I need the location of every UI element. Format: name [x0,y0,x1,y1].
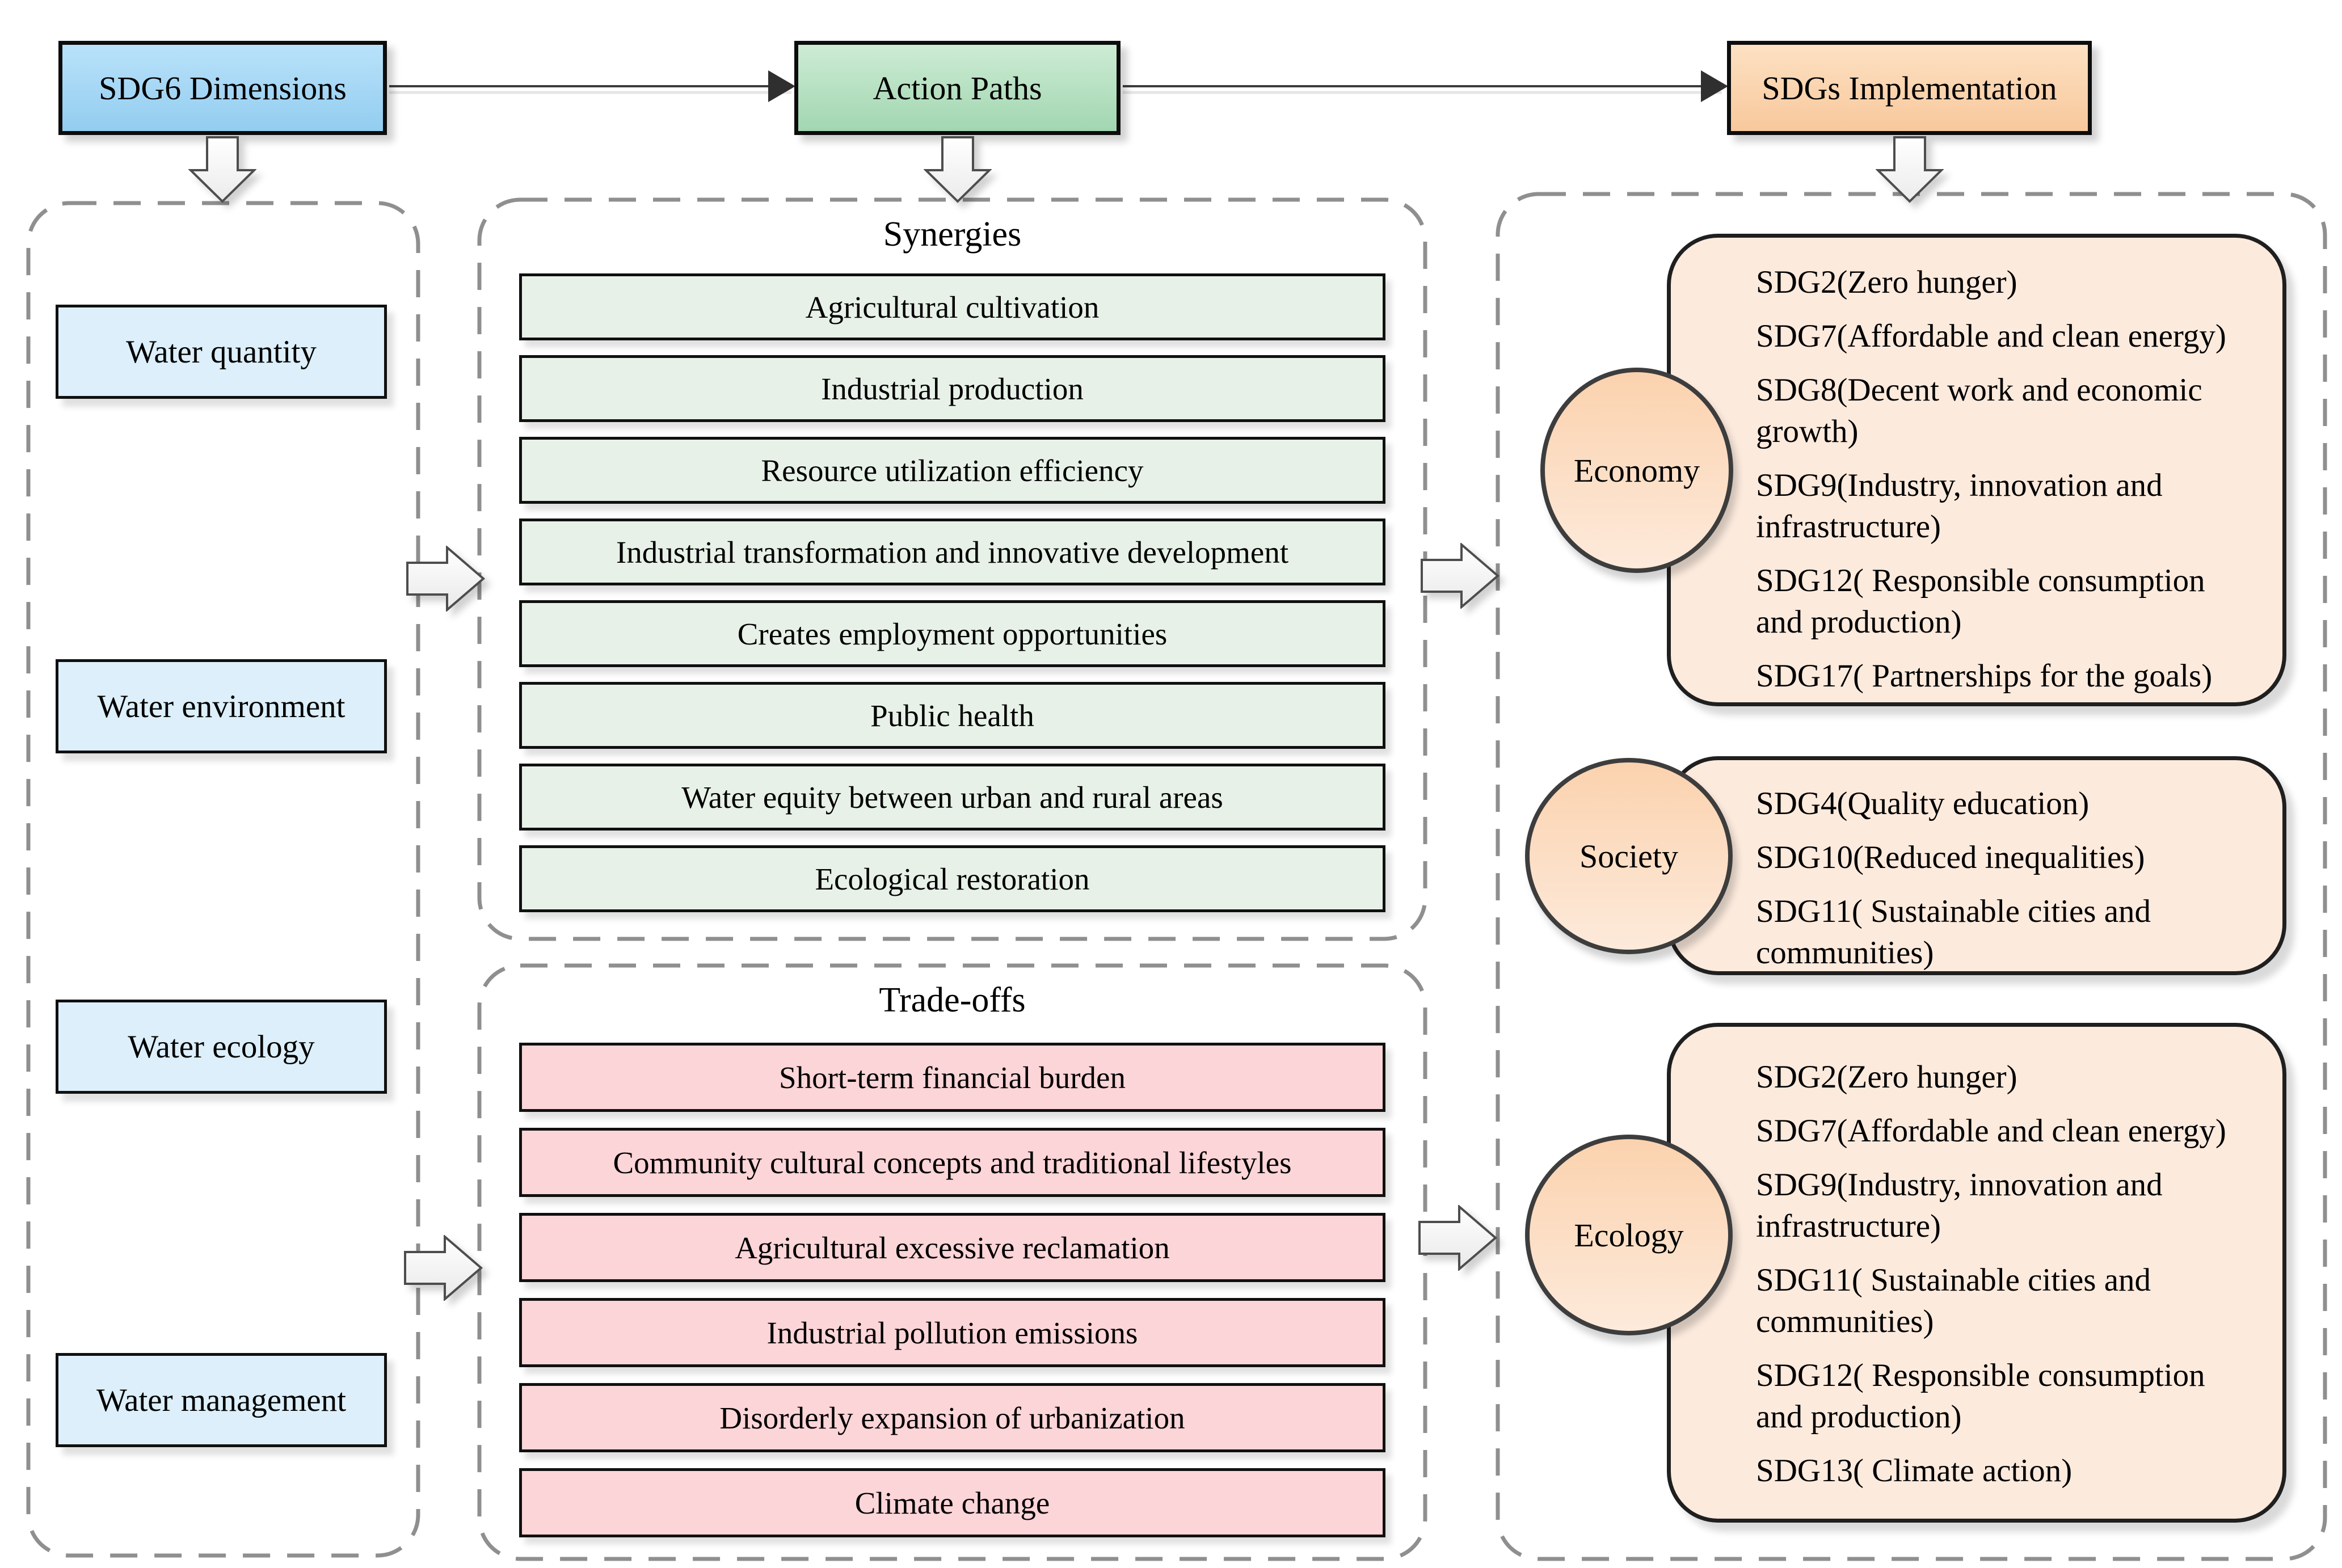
sdg-item: SDG2(Zero hunger) [1756,264,2017,300]
economy-sdg-box: SDG2(Zero hunger) SDG7(Affordable and cl… [1667,234,2286,706]
economy-sdg-list: SDG2(Zero hunger) SDG7(Affordable and cl… [1671,238,2282,697]
tradeoff-item: Disorderly expansion of urbanization [519,1383,1385,1452]
ecology-sdg-box: SDG2(Zero hunger) SDG7(Affordable and cl… [1667,1023,2286,1523]
arrow-tradeoffs-to-implementation [1418,1205,1498,1271]
dimension-item-water-environment: Water environment [56,659,387,753]
synergy-item: Resource utilization efficiency [519,437,1385,504]
sdg-item: SDG13( Climate action) [1756,1453,2073,1489]
tradeoff-item: Agricultural excessive reclamation [519,1213,1385,1282]
sdg-item: SDG9(Industry, innovation and infrastruc… [1756,1167,2163,1244]
down-arrow-action-paths [924,136,992,203]
synergy-item: Agricultural cultivation [519,273,1385,340]
tradeoffs-title: Trade-offs [879,981,1026,1019]
dimension-item-water-quantity: Water quantity [56,305,387,399]
synergy-item: Water equity between urban and rural are… [519,764,1385,831]
synergy-item: Creates employment opportunities [519,600,1385,667]
dimension-label: Water environment [97,688,346,724]
down-arrow-dimensions [188,136,256,203]
synergies-title: Synergies [883,215,1022,254]
arrow-synergies-to-implementation [1421,543,1500,609]
sdg-item: SDG4(Quality education) [1756,786,2090,821]
sdg-item: SDG9(Industry, innovation and infrastruc… [1756,467,2163,545]
header-action-paths: Action Paths [794,41,1121,135]
down-arrow-implementation [1876,136,1944,203]
sdg-item: SDG8(Decent work and economic growth) [1756,372,2202,449]
ecology-circle: Ecology [1525,1135,1733,1335]
society-sdg-box: SDG4(Quality education) SDG10(Reduced in… [1667,756,2286,975]
header-sdgs-implementation: SDGs Implementation [1727,41,2092,135]
header-action-paths-label: Action Paths [873,69,1042,107]
dimension-label: Water ecology [128,1029,315,1065]
society-sdg-list: SDG4(Quality education) SDG10(Reduced in… [1671,760,2282,973]
arrow-dimensions-to-synergies [406,546,486,612]
synergy-item: Public health [519,682,1385,749]
tradeoff-item: Community cultural concepts and traditio… [519,1128,1385,1197]
ecology-label: Ecology [1574,1216,1684,1254]
dimension-label: Water quantity [126,334,317,370]
sdg-item: SDG7(Affordable and clean energy) [1756,318,2226,354]
synergies-list: Agricultural cultivation Industrial prod… [519,273,1385,912]
sdg-item: SDG2(Zero hunger) [1756,1059,2017,1095]
society-label: Society [1579,837,1678,875]
ecology-sdg-list: SDG2(Zero hunger) SDG7(Affordable and cl… [1671,1027,2282,1491]
header-sdg6-dimensions-label: SDG6 Dimensions [99,69,347,107]
dimension-label: Water management [96,1382,347,1418]
tradeoff-item: Industrial pollution emissions [519,1298,1385,1367]
tradeoff-item: Short-term financial burden [519,1043,1385,1112]
tradeoffs-list: Short-term financial burden Community cu… [519,1043,1385,1537]
society-circle: Society [1525,758,1733,954]
sdg-item: SDG17( Partnerships for the goals) [1756,658,2213,694]
economy-label: Economy [1573,452,1700,489]
sdg-item: SDG12( Responsible consumption and produ… [1756,563,2205,640]
arrow-dimensions-to-tradeoffs [404,1235,483,1301]
dimension-item-water-ecology: Water ecology [56,1000,387,1094]
tradeoff-item: Climate change [519,1468,1385,1537]
economy-circle: Economy [1540,368,1733,573]
header-sdg6-dimensions: SDG6 Dimensions [58,41,387,135]
sdg-item: SDG10(Reduced inequalities) [1756,840,2145,875]
synergy-item: Industrial production [519,355,1385,422]
sdg-item: SDG7(Affordable and clean energy) [1756,1113,2226,1149]
sdg-item: SDG11( Sustainable cities and communitie… [1756,893,2151,971]
sdg-item: SDG12( Responsible consumption and produ… [1756,1358,2205,1435]
header-sdgs-implementation-label: SDGs Implementation [1762,69,2057,107]
synergy-item: Ecological restoration [519,845,1385,912]
sdg-item: SDG11( Sustainable cities and communitie… [1756,1262,2151,1339]
synergy-item: Industrial transformation and innovative… [519,519,1385,585]
connector-arrowhead-2 [1701,70,1728,102]
connector-arrowhead-1 [768,70,795,102]
dimension-item-water-management: Water management [56,1353,387,1447]
